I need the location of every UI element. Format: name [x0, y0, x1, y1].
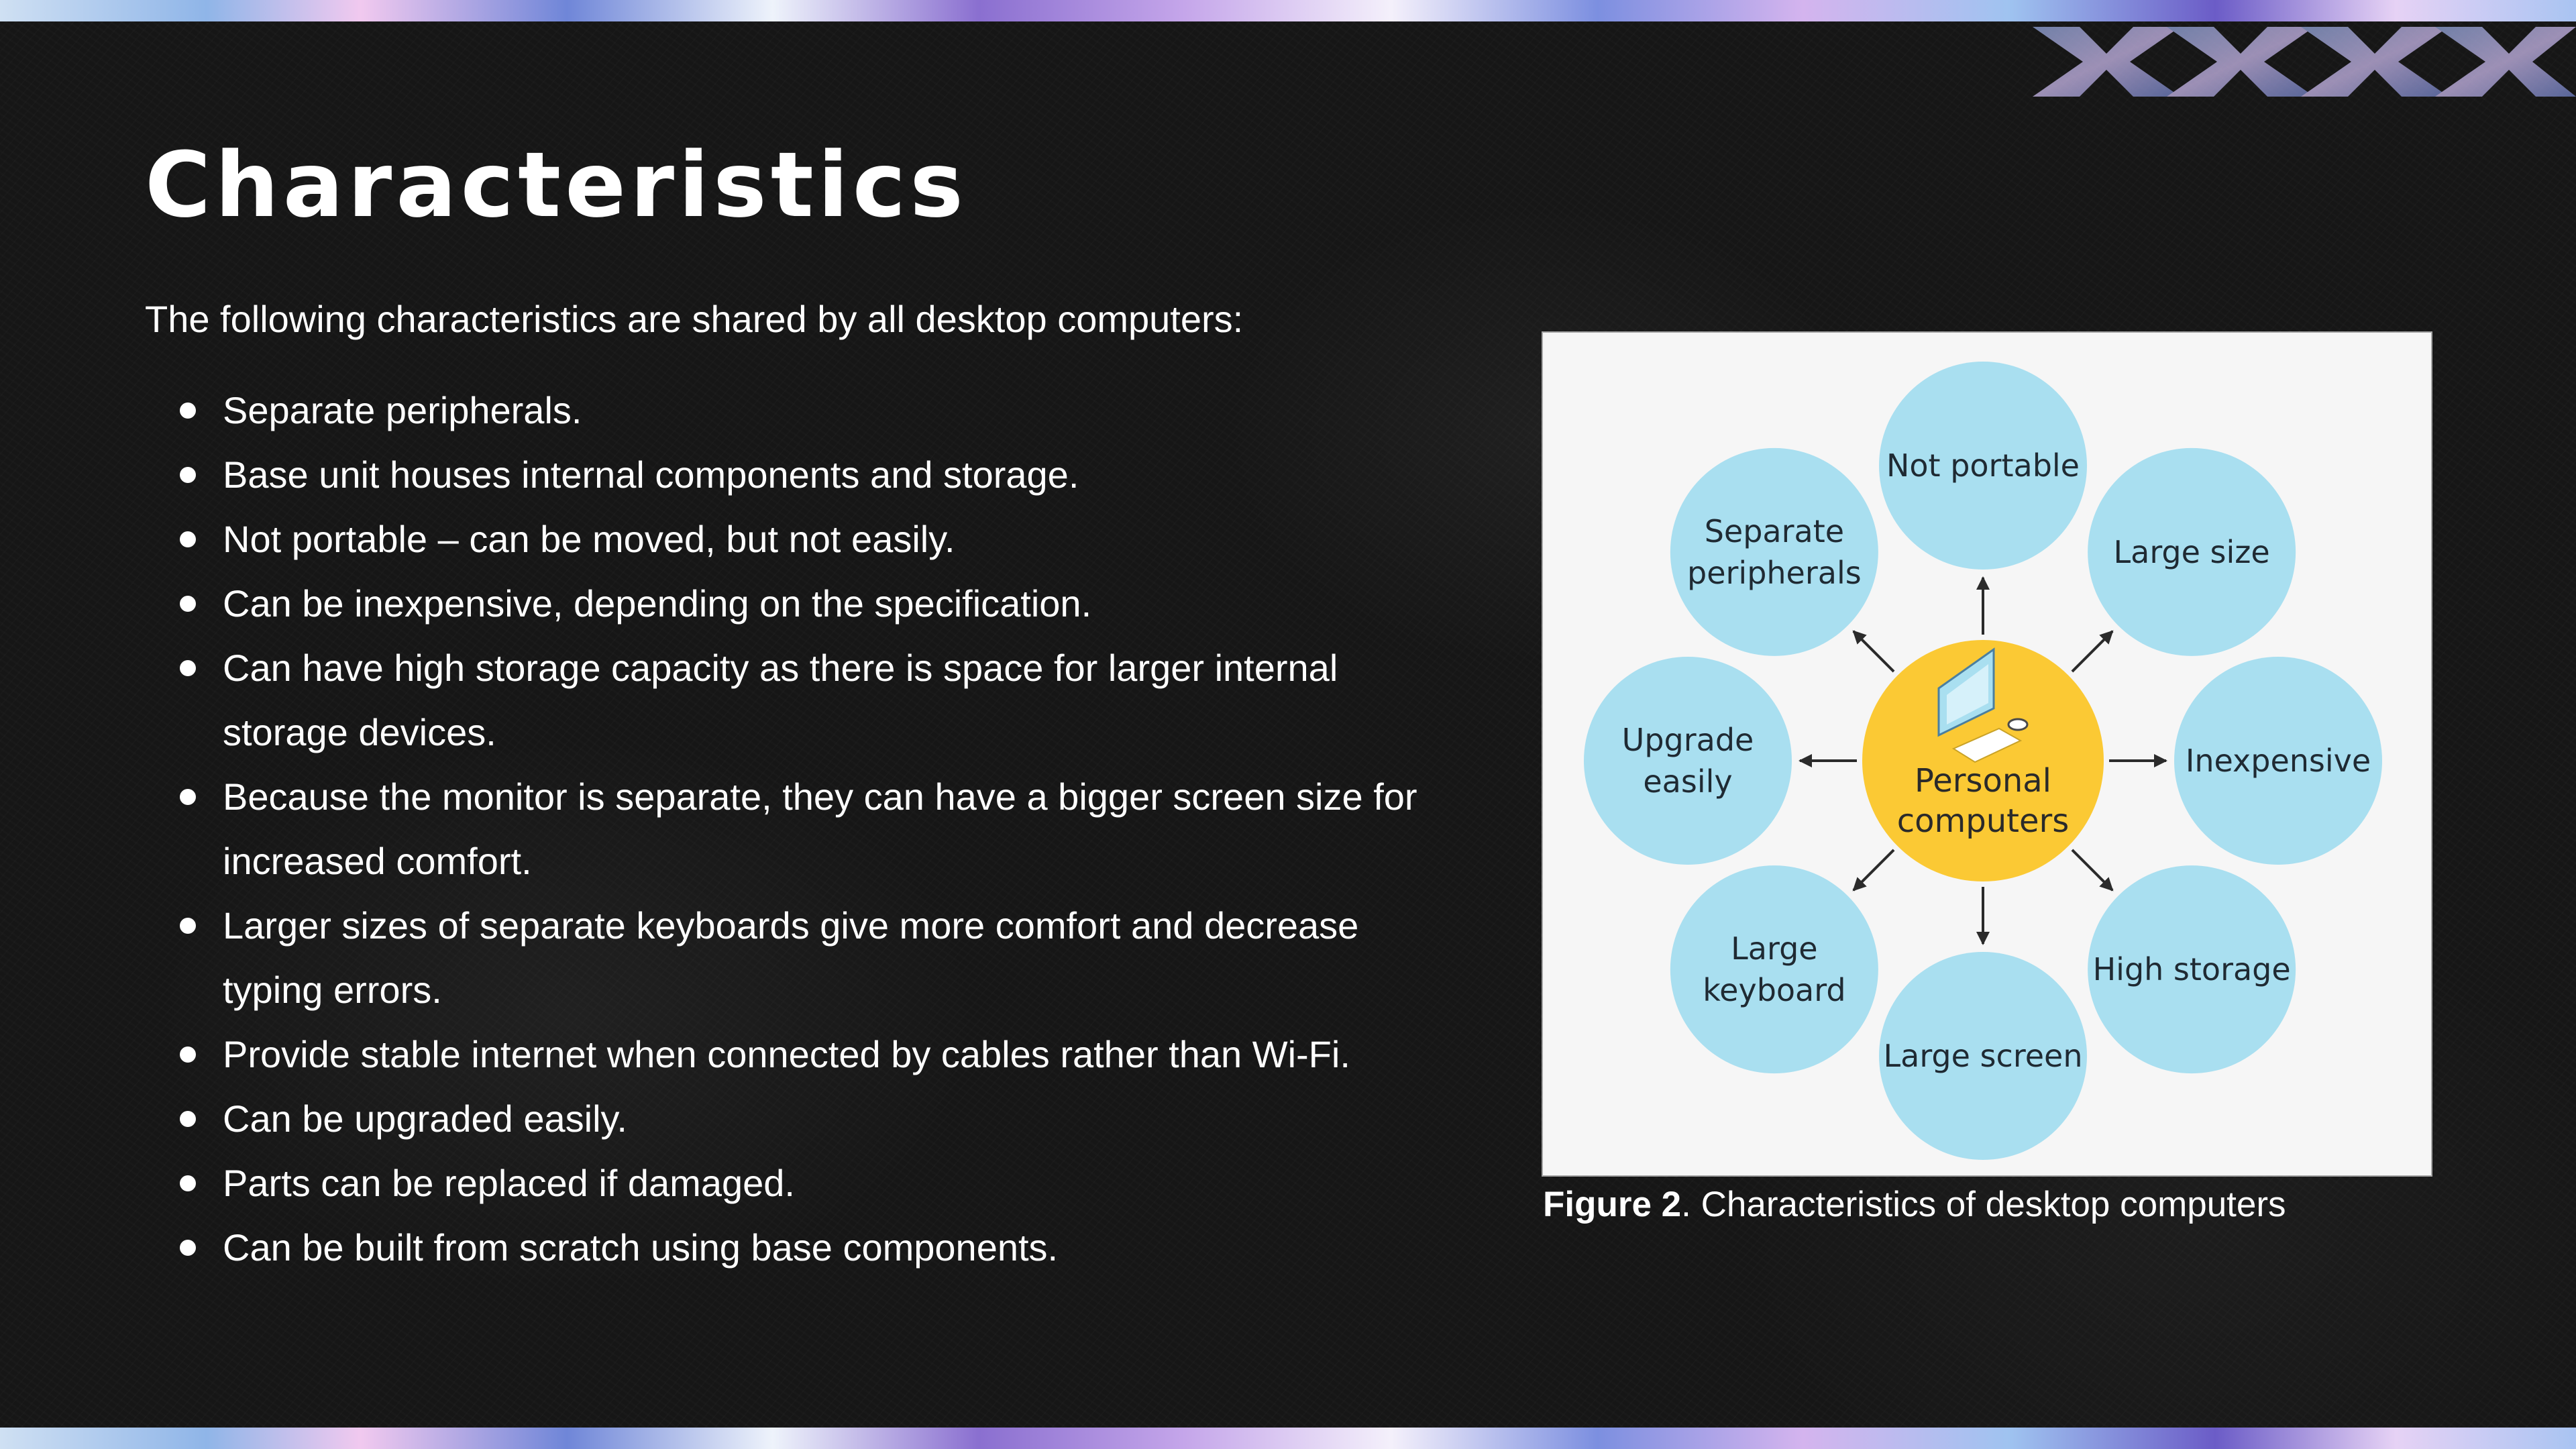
monitor-icon — [1937, 647, 1995, 737]
figure-caption-label: Figure 2 — [1543, 1185, 1682, 1224]
center-node-circle — [1862, 640, 2104, 881]
list-item: Larger sizes of separate keyboards give … — [180, 894, 1444, 1022]
keyboard-icon — [1951, 727, 2023, 763]
diagram-node-label: Large — [1731, 930, 1817, 967]
diagram-node: Large keyboard — [1670, 865, 1878, 1074]
list-item: Base unit houses internal components and… — [180, 443, 1444, 507]
mouse-icon — [2007, 718, 2029, 731]
center-node-label: computers — [1897, 802, 2070, 840]
list-item: Can have high storage capacity as there … — [180, 636, 1444, 765]
diagram-arrows — [1799, 576, 2167, 945]
diagram-node: Large screen — [1879, 952, 2087, 1160]
diagram-node-label: peripherals — [1687, 555, 1862, 591]
diagram-node: Upgrade easily — [1584, 657, 1792, 865]
diagram-node-circle — [1670, 865, 1878, 1074]
list-item: Separate peripherals. — [180, 378, 1444, 443]
list-item: Can be upgraded easily. — [180, 1087, 1444, 1151]
diagram-node-label: Separate — [1705, 513, 1844, 549]
diagram-node-circle — [1584, 657, 1792, 865]
diagram-node: Separate peripherals — [1670, 447, 1878, 656]
diagram-arrow — [1852, 849, 1895, 892]
diagram-node-circle — [2088, 865, 2296, 1074]
center-node: Personal computers — [1862, 640, 2104, 881]
bottom-decorative-band — [0, 1428, 2576, 1449]
diagram-node-circle — [2088, 447, 2296, 656]
diagram-node-circle — [1670, 447, 1878, 656]
diagram-node: Large size — [2088, 447, 2296, 656]
x-pattern-decoration — [2033, 27, 2576, 97]
diagram-node-label: keyboard — [1703, 972, 1845, 1008]
diagram-node-label: Large size — [2114, 534, 2270, 570]
list-item: Can be built from scratch using base com… — [180, 1216, 1444, 1280]
diagram-node-label: easily — [1643, 763, 1732, 800]
top-decorative-band — [0, 0, 2576, 21]
slide-title: Characteristics — [145, 133, 967, 237]
diagram-arrow — [1852, 630, 1895, 673]
diagram-node-circle — [1879, 362, 2087, 570]
diagram-node: Not portable — [1879, 362, 2087, 570]
characteristics-list: Separate peripherals. Base unit houses i… — [180, 378, 1444, 1280]
list-item: Because the monitor is separate, they ca… — [180, 765, 1444, 894]
diagram-node-label: Upgrade — [1622, 722, 1754, 758]
diagram-node-circle — [1879, 952, 2087, 1160]
list-item: Provide stable internet when connected b… — [180, 1022, 1444, 1087]
diagram-node-label: Large screen — [1884, 1038, 2083, 1074]
diagram-node-label: Inexpensive — [2186, 743, 2371, 779]
diagram-node: High storage — [2088, 865, 2296, 1074]
figure-caption: Figure 2. Characteristics of desktop com… — [1543, 1178, 2286, 1232]
diagram-node-label: Not portable — [1886, 447, 2080, 484]
diagram-node: Inexpensive — [2174, 657, 2382, 865]
intro-text: The following characteristics are shared… — [145, 298, 1244, 340]
list-item: Can be inexpensive, depending on the spe… — [180, 572, 1444, 636]
diagram-arrow — [2071, 630, 2114, 673]
diagram-arrow — [2071, 849, 2114, 892]
diagram-node-label: High storage — [2093, 951, 2291, 987]
list-item: Parts can be replaced if damaged. — [180, 1151, 1444, 1216]
figure-caption-text: . Characteristics of desktop computers — [1681, 1185, 2286, 1224]
list-item: Not portable – can be moved, but not eas… — [180, 507, 1444, 572]
center-node-label: Personal — [1915, 762, 2051, 800]
diagram-node-circle — [2174, 657, 2382, 865]
